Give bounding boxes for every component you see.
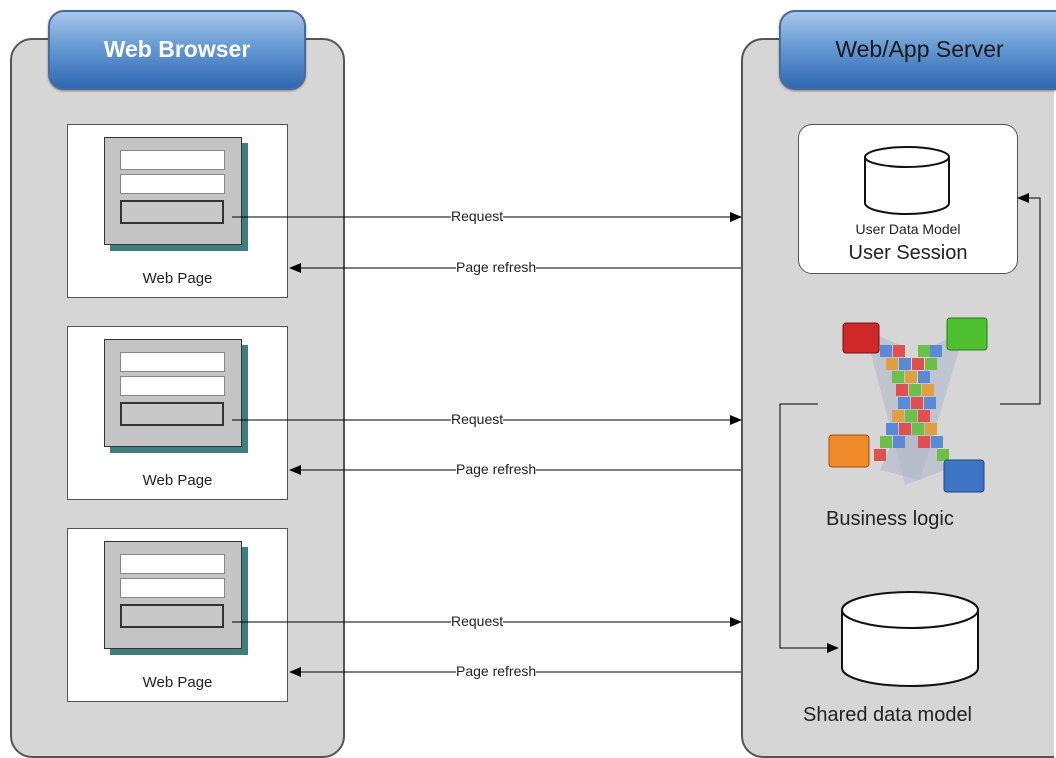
web-page-label: Web Page	[142, 472, 213, 489]
session-connector	[1000, 193, 1041, 405]
web-page-1: Web Page	[67, 124, 288, 298]
server-header: Web/App Server	[779, 10, 1056, 90]
browser-title: Web Browser	[103, 36, 251, 62]
database-icon	[864, 146, 950, 215]
user-data-model-label: User Data Model	[855, 221, 961, 237]
web-page-label: Web Page	[142, 270, 213, 287]
user-session-box: User Data Model User Session	[798, 124, 1018, 274]
request-label: Request	[451, 613, 504, 629]
page-refresh-label: Page refresh	[456, 461, 537, 477]
form-icon	[104, 541, 248, 655]
web-page-2: Web Page	[67, 326, 288, 500]
form-icon	[104, 137, 248, 251]
page-refresh-label: Page refresh	[456, 663, 537, 679]
server-title: Web/App Server	[835, 36, 1004, 62]
business-logic-label: Business logic	[826, 508, 954, 530]
shared-data-model-label: Shared data model	[803, 704, 973, 726]
business-logic-icon	[828, 317, 988, 493]
shared-database-icon	[841, 591, 979, 687]
web-page-label: Web Page	[142, 674, 213, 691]
form-icon	[104, 339, 248, 453]
web-page-3: Web Page	[67, 528, 288, 702]
request-label: Request	[451, 208, 504, 224]
user-session-label: User Session	[848, 242, 968, 264]
browser-header: Web Browser	[48, 10, 306, 90]
shared-model-connector	[779, 403, 839, 653]
request-label: Request	[451, 411, 504, 427]
page-refresh-label: Page refresh	[456, 259, 537, 275]
